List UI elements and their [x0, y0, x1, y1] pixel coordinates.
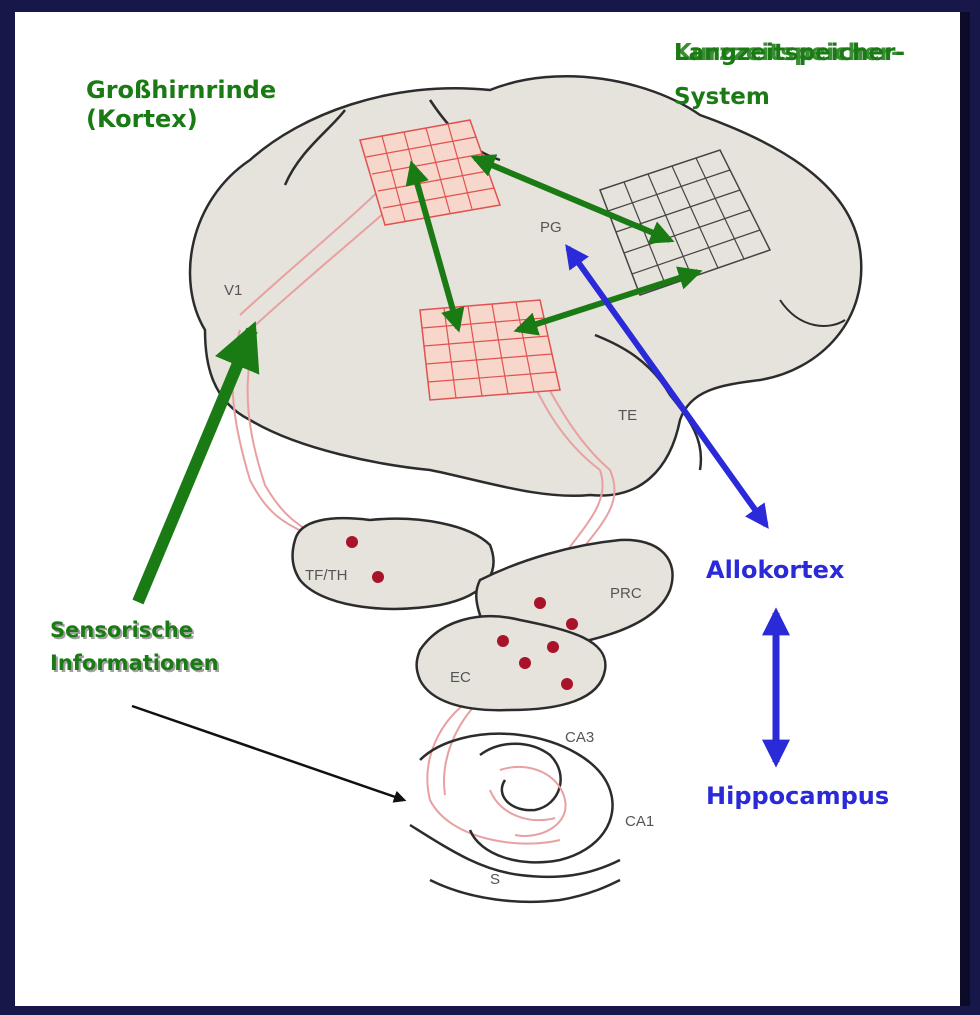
grid-patch-middle — [420, 300, 560, 400]
label-ca3: CA3 — [565, 729, 594, 746]
cortex-title: Großhirnrinde (Kortex) — [86, 76, 276, 134]
label-pg: PG — [540, 219, 562, 236]
lts-title: Langzeitspeicher- Kurzzeitspeicher- Syst… — [674, 40, 770, 112]
tf-th-area — [293, 518, 494, 609]
sensory-label-line2: Informationen — [50, 651, 219, 676]
hippocampus-shape — [410, 734, 620, 902]
sensory-label: Sensorische Informationen — [50, 618, 219, 676]
sensory-label-line1: Sensorische — [50, 618, 219, 643]
cortex-title-line2: (Kortex) — [86, 105, 276, 134]
label-te: TE — [618, 407, 637, 424]
sensory-arrow — [138, 330, 252, 602]
label-prc: PRC — [610, 585, 642, 602]
hippocampus-label: Hippocampus — [706, 782, 889, 811]
allokortex-label: Allokortex — [706, 556, 844, 585]
label-ca1: CA1 — [625, 813, 654, 830]
lts-title-line2: System — [674, 84, 770, 112]
cortex-shape — [190, 76, 861, 496]
lts-title-line1-overlap: Kurzzeitspeicher- — [674, 40, 901, 68]
cortex-title-line1: Großhirnrinde — [86, 76, 276, 105]
label-s: S — [490, 871, 500, 888]
label-ec: EC — [450, 669, 471, 686]
label-v1: V1 — [224, 282, 242, 299]
black-arrow — [132, 706, 404, 800]
label-tf-th: TF/TH — [305, 567, 348, 584]
